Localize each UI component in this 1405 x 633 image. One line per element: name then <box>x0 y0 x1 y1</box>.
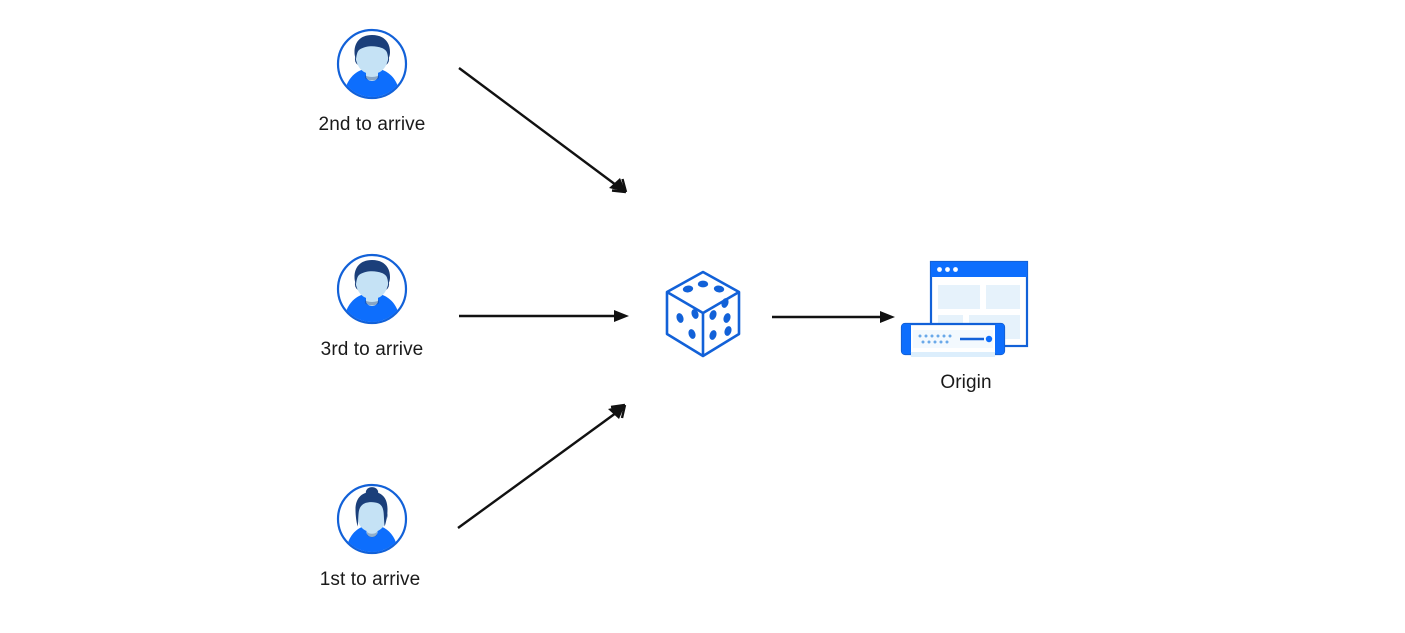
client-node-third[interactable]: 3rd to arrive <box>321 253 423 360</box>
origin-node[interactable]: Origin <box>898 258 1034 393</box>
user-avatar-icon <box>336 253 408 325</box>
client-label-third: 3rd to arrive <box>320 339 424 360</box>
random-dice-node[interactable] <box>662 268 744 362</box>
origin-browser-server-icon <box>898 258 1034 362</box>
origin-label: Origin <box>940 372 992 393</box>
client-label-first: 1st to arrive <box>319 569 421 590</box>
arrow-dice-to-origin <box>772 311 895 323</box>
dice-icon <box>662 268 744 362</box>
arrow-first-to-dice <box>457 403 627 529</box>
client-node-second[interactable]: 2nd to arrive <box>319 28 425 135</box>
user-avatar-icon <box>336 28 408 100</box>
client-label-second: 2nd to arrive <box>318 114 426 135</box>
user-avatar-bun-icon <box>336 483 408 555</box>
server-appliance-icon <box>900 322 1006 357</box>
arrow-third-to-dice <box>459 310 629 322</box>
client-node-first[interactable]: 1st to arrive <box>320 483 420 590</box>
